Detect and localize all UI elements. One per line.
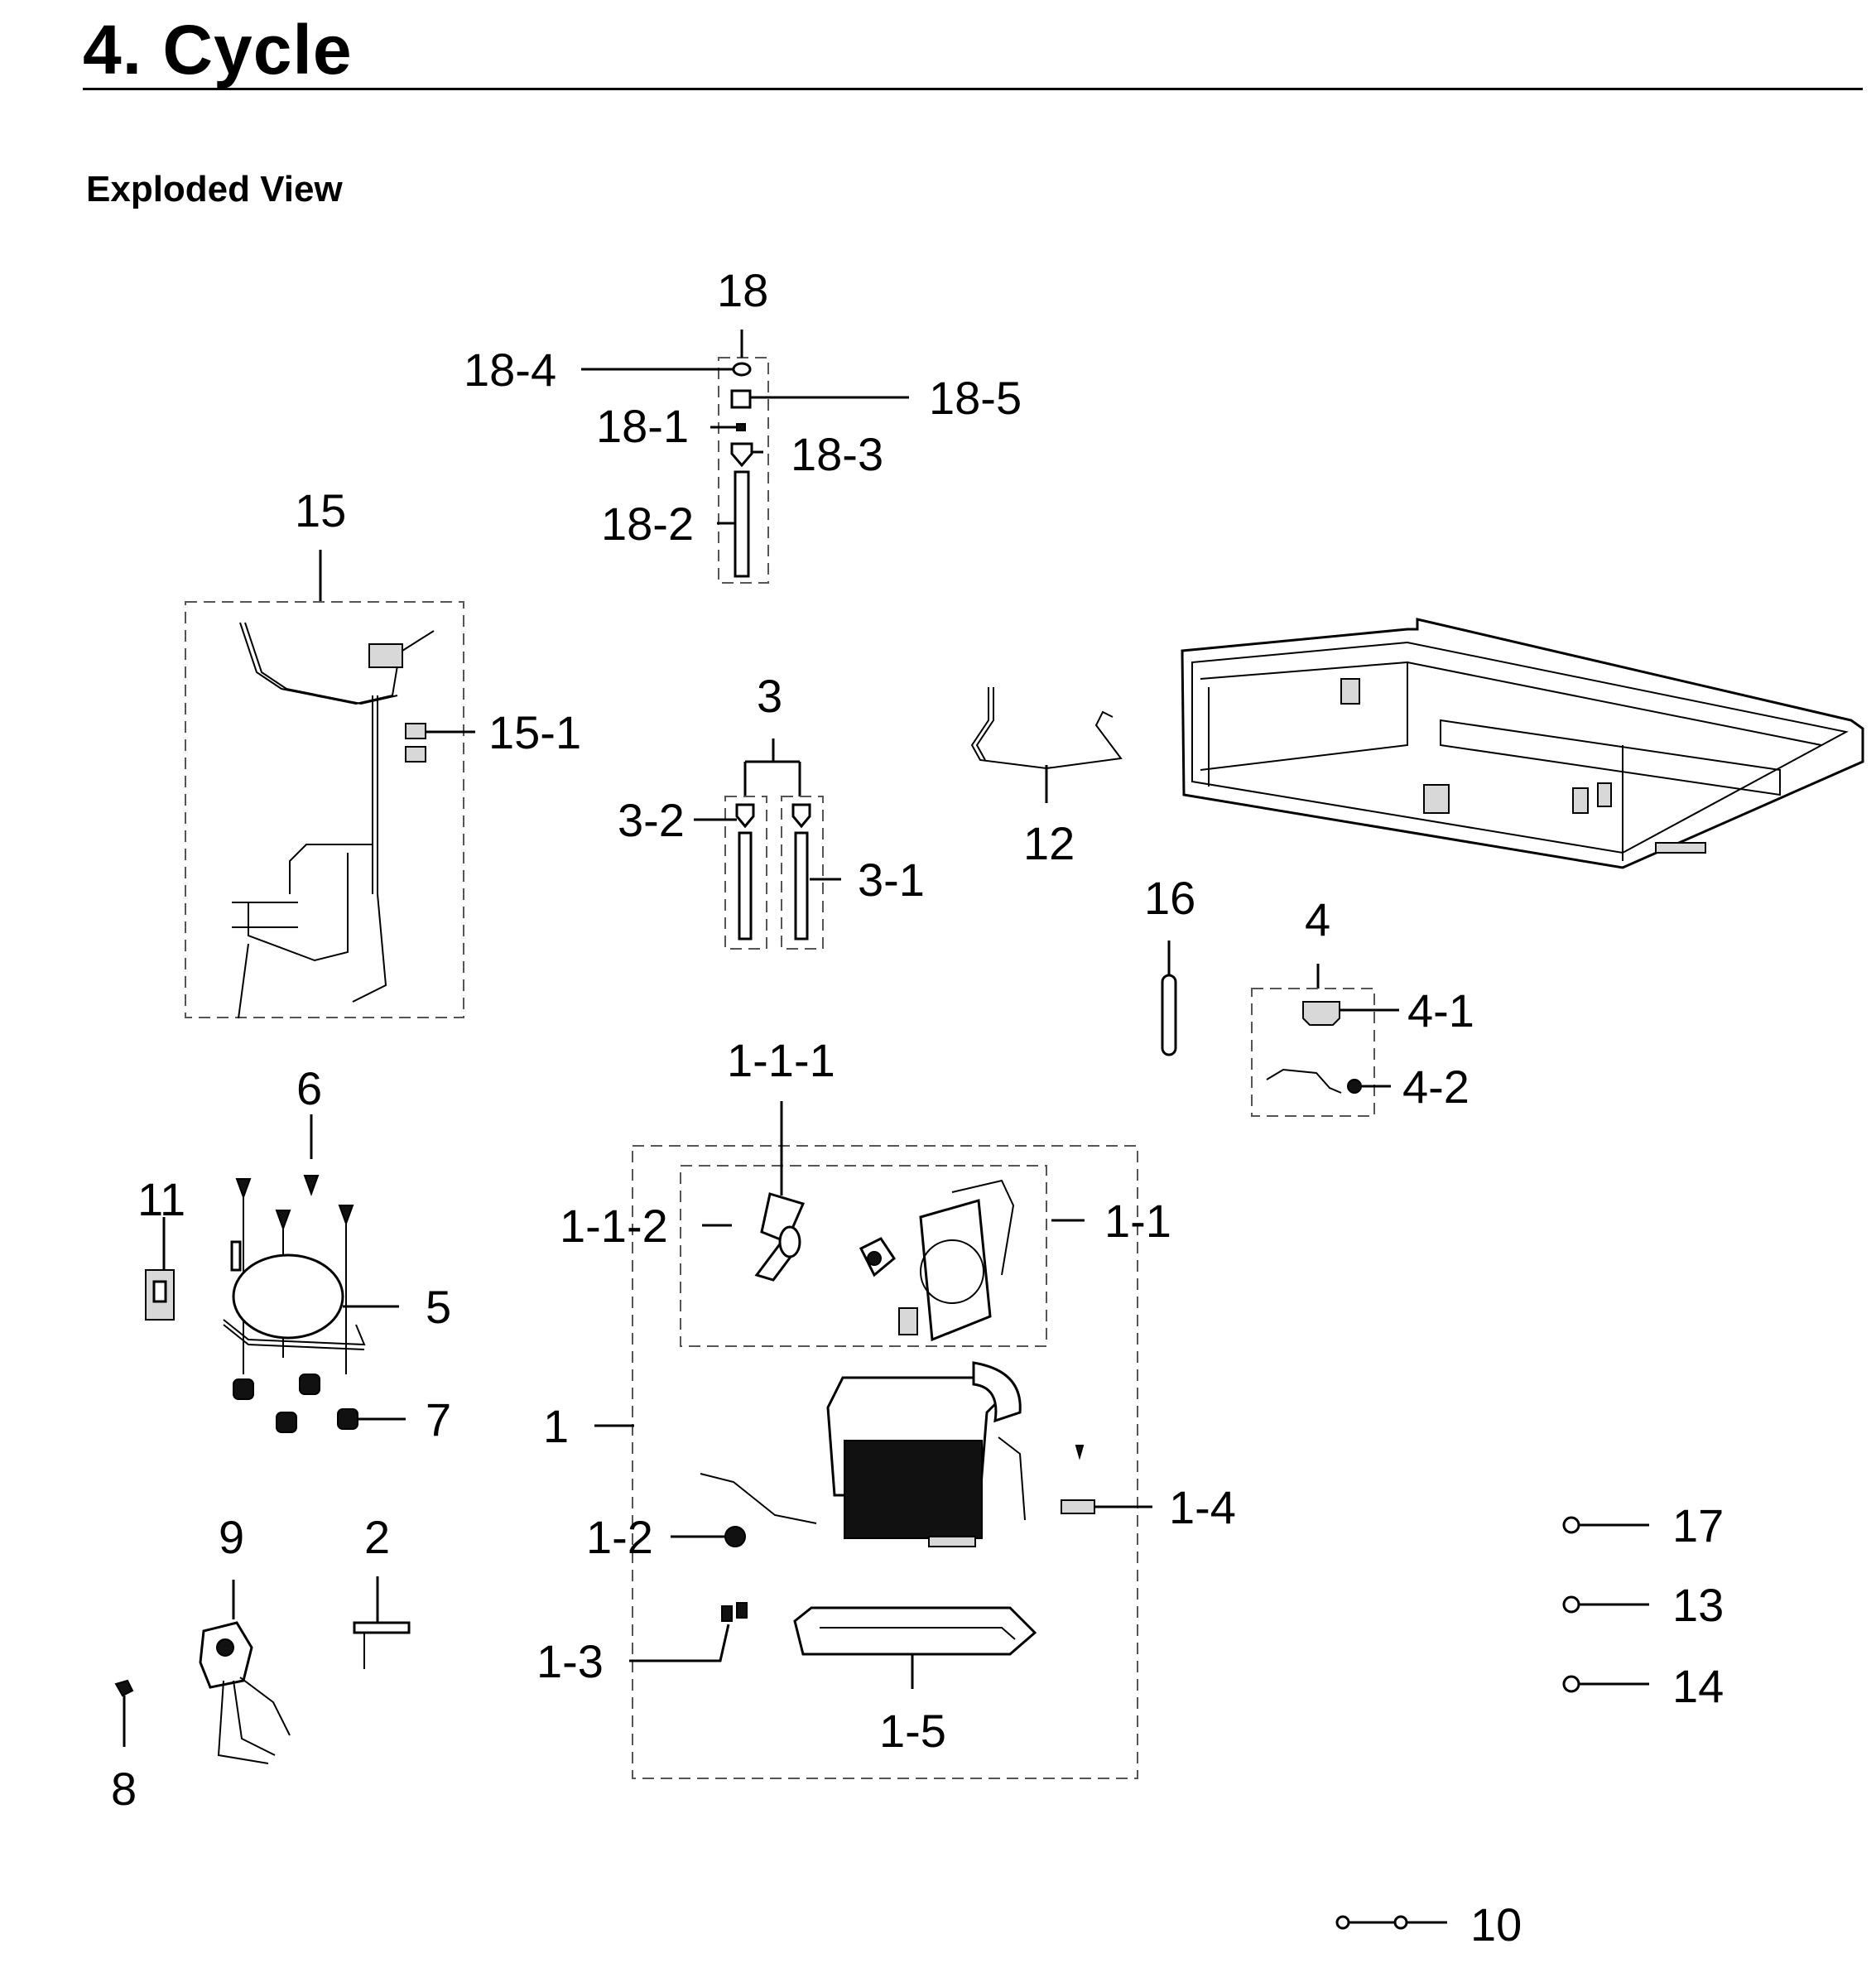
callout-15-1: 15-1 — [488, 706, 581, 758]
callout-11: 11 — [137, 1173, 185, 1225]
part-16-sensor — [1161, 941, 1177, 1056]
part-5-compressor — [223, 1114, 406, 1433]
callout-3-2: 3-2 — [618, 794, 685, 846]
section-title: Exploded View — [86, 169, 343, 209]
callout-4-1: 4-1 — [1407, 984, 1474, 1037]
part-3-tube-pair — [694, 739, 841, 950]
callout-4-2: 4-2 — [1402, 1061, 1470, 1113]
part-1-1-fan-assembly — [632, 1101, 1138, 1779]
part-4-assembly — [1251, 964, 1399, 1117]
callout-18: 18 — [717, 264, 768, 316]
callout-6: 6 — [296, 1062, 322, 1114]
callout-2: 2 — [364, 1511, 390, 1563]
part-2-drier — [353, 1576, 411, 1669]
part-13-nut — [1562, 1595, 1649, 1614]
callout-18-3: 18-3 — [791, 428, 883, 480]
callout-18-1: 18-1 — [596, 400, 689, 452]
part-15-tube-assembly — [185, 550, 475, 1019]
part-11-relay — [145, 1217, 175, 1321]
callout-4: 4 — [1305, 893, 1330, 945]
callout-1: 1 — [543, 1400, 569, 1452]
callout-7: 7 — [426, 1393, 451, 1446]
part-9-valve — [199, 1580, 291, 1764]
callout-3-1: 3-1 — [858, 854, 925, 906]
callout-18-4: 18-4 — [464, 344, 556, 396]
part-18-valve-assembly — [581, 330, 909, 584]
part-1-condenser-unit — [594, 1361, 1152, 1689]
part-10-pipe — [1335, 1915, 1447, 1930]
part-12-bent-tube — [970, 687, 1123, 803]
callout-15: 15 — [295, 484, 346, 536]
callout-8: 8 — [111, 1763, 137, 1815]
cabinet-base-frame — [1181, 618, 1864, 869]
page-title: 4. Cycle — [83, 11, 353, 89]
callout-1-5: 1-5 — [879, 1705, 946, 1757]
callout-18-5: 18-5 — [929, 372, 1022, 424]
callout-9: 9 — [219, 1511, 244, 1563]
part-8-screw — [114, 1679, 134, 1747]
callout-14: 14 — [1672, 1660, 1724, 1712]
callout-3: 3 — [757, 670, 782, 722]
callout-1-2: 1-2 — [586, 1511, 653, 1563]
part-17-nut — [1562, 1516, 1649, 1534]
callout-1-1-2: 1-1-2 — [560, 1200, 668, 1252]
callout-17: 17 — [1672, 1499, 1724, 1552]
callout-10: 10 — [1470, 1898, 1522, 1951]
callout-16: 16 — [1144, 872, 1195, 924]
callout-1-1: 1-1 — [1104, 1195, 1171, 1247]
part-14-nut — [1562, 1675, 1649, 1693]
callout-18-2: 18-2 — [601, 498, 694, 550]
callout-13: 13 — [1672, 1579, 1724, 1631]
callout-1-1-1: 1-1-1 — [727, 1034, 835, 1086]
callout-1-4: 1-4 — [1169, 1481, 1236, 1533]
title-rule — [83, 88, 1863, 90]
callout-12: 12 — [1023, 817, 1075, 869]
callout-5: 5 — [426, 1281, 451, 1333]
callout-1-3: 1-3 — [536, 1635, 604, 1687]
